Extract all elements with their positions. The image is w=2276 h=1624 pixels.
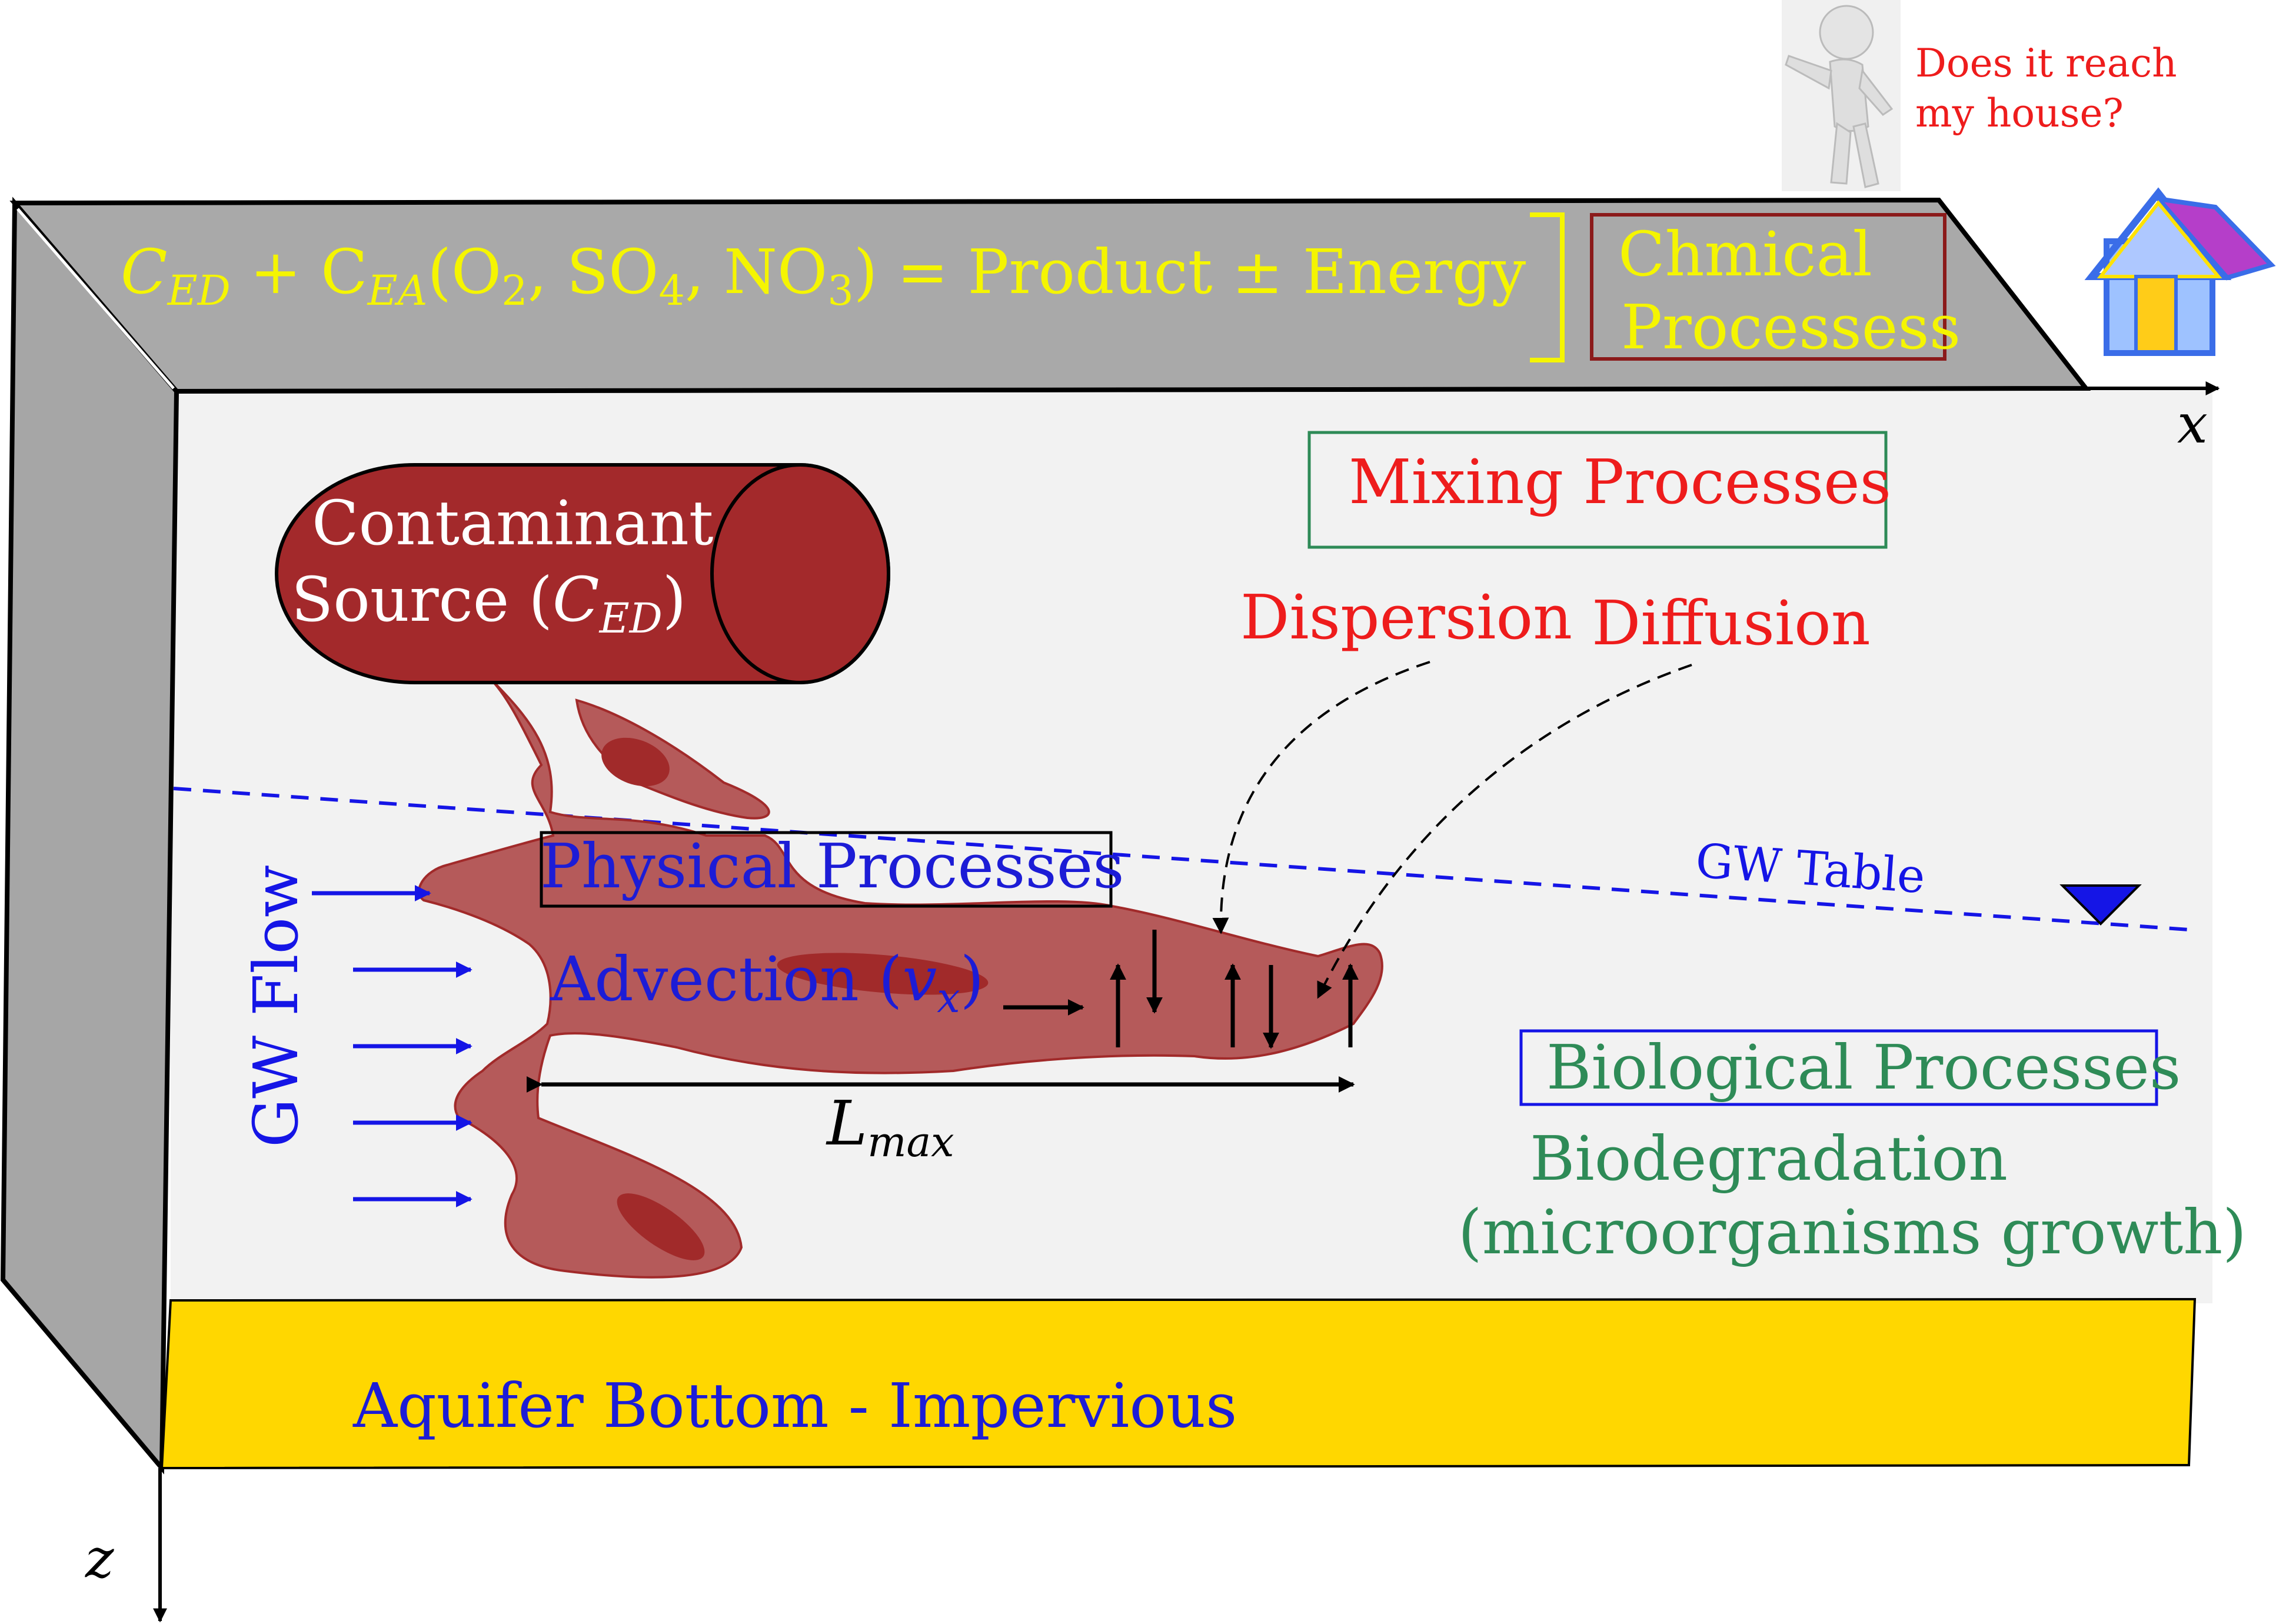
lmax-label: Lmax bbox=[826, 1087, 954, 1166]
aquifer-bottom-layer bbox=[160, 1297, 2197, 1470]
biodegradation-line-1: Biodegradation bbox=[1530, 1123, 2008, 1194]
biological-processes-label: Biological Processes bbox=[1546, 1031, 2181, 1103]
equation-bracket bbox=[1530, 212, 1565, 362]
house-icon bbox=[2084, 187, 2276, 356]
mixing-arrows bbox=[1110, 930, 1359, 1049]
diffusion-label: Diffusion bbox=[1592, 587, 1871, 659]
left-side-face bbox=[0, 197, 179, 1475]
chemical-processes-line-1: Chmical bbox=[1618, 218, 1872, 290]
biological-processes-box bbox=[1519, 1029, 2158, 1106]
chemical-processes-line-2: Processess bbox=[1621, 291, 1961, 363]
reaction-equation: CED + CEA(O2, SO4, NO3) = Product ± Ener… bbox=[121, 236, 1526, 315]
physical-processes-label: Physical Processes bbox=[540, 830, 1124, 902]
dispersion-label: Dispersion bbox=[1240, 581, 1572, 653]
question-line-1: Does it reach bbox=[1915, 41, 2177, 86]
person-figure bbox=[1782, 0, 1901, 191]
mixing-processes-label: Mixing Processes bbox=[1349, 446, 1891, 518]
physical-processes-box bbox=[540, 831, 1113, 908]
question-line-2: my house? bbox=[1915, 91, 2124, 136]
x-axis-label: x bbox=[2177, 392, 2208, 455]
plume-core-middle bbox=[777, 953, 989, 995]
source-label-line-2: Source (CED) bbox=[291, 564, 686, 643]
aquifer-bottom-label: Aquifer Bottom - Impervious bbox=[352, 1370, 1237, 1442]
diffusion-leader bbox=[1317, 664, 1692, 999]
gw-flow-label: GW Flow bbox=[240, 865, 312, 1147]
mixing-processes-box bbox=[1307, 431, 1888, 549]
plume-core-upper bbox=[601, 737, 670, 787]
plume-core-lower bbox=[617, 1193, 705, 1260]
gw-flow-arrows bbox=[312, 885, 472, 1207]
z-axis-label: z bbox=[85, 1527, 114, 1590]
gw-table-line bbox=[173, 787, 2190, 931]
chemical-processes-box bbox=[1590, 213, 1946, 361]
advection-label: Advection (vx) bbox=[550, 943, 984, 1022]
contaminant-source-cylinder bbox=[275, 463, 890, 684]
dispersion-leader bbox=[1212, 661, 1430, 934]
source-label-line-1: Contaminant bbox=[312, 487, 714, 559]
biodegradation-line-2: (microorganisms growth) bbox=[1458, 1196, 2247, 1268]
water-table-symbol bbox=[2059, 884, 2142, 926]
